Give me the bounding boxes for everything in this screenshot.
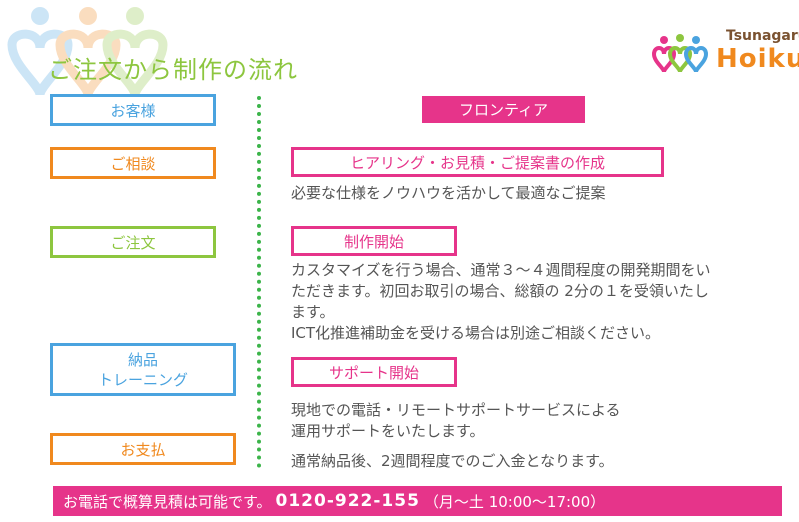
- contact-bar: お電話で概算見積は可能です。 0120-922-155 （月～土 10:00～1…: [53, 486, 782, 516]
- contact-hours: （月～土 10:00～17:00）: [423, 492, 606, 511]
- production-desc-line: ただきます。初回お取引の場合、総額の 2分の１を受領いたし: [291, 282, 709, 300]
- step-support-label: サポート開始: [328, 363, 419, 382]
- payment-desc: 通常納品後、2週間程度でのご入金となります。: [291, 452, 614, 470]
- production-desc-line: ICT化推進補助金を受ける場合は別途ご相談ください。: [291, 324, 661, 342]
- decorative-hearts-icon: [7, 7, 168, 97]
- step-order-label: ご注文: [110, 233, 156, 252]
- step-delivery-label: 納品: [127, 350, 158, 369]
- frontier-header: フロンティア: [422, 96, 585, 123]
- contact-lead: お電話で概算見積は可能です。: [63, 492, 272, 511]
- step-production-label: 制作開始: [343, 232, 404, 251]
- step-hearing-desc: 必要な仕様をノウハウを活かして最適なご提案: [291, 184, 606, 202]
- step-support-start: サポート開始: [291, 357, 457, 387]
- support-desc-line: 運用サポートをいたします。: [291, 422, 485, 440]
- production-desc-line: カスタマイズを行う場合、通常３～４週間程度の開発期間をい: [291, 261, 711, 279]
- customer-header: お客様: [50, 94, 216, 126]
- logo-subtitle: Tsunagaru: [726, 28, 799, 44]
- step-delivery-training: 納品 トレーニング: [50, 343, 236, 396]
- step-order: ご注文: [50, 226, 216, 258]
- column-divider: [257, 96, 261, 468]
- tsunagaru-hoiku-logo-icon: [651, 34, 709, 73]
- step-consultation-label: ご相談: [110, 154, 156, 173]
- step-payment: お支払: [50, 433, 236, 465]
- step-consultation: ご相談: [50, 147, 216, 179]
- step-hearing-label: ヒアリング・お見積・ご提案書の作成: [349, 153, 605, 172]
- step-payment-label: お支払: [120, 440, 166, 459]
- step-support-desc: 現地での電話・リモートサポートサービスによる 運用サポートをいたします。: [291, 400, 621, 442]
- support-desc-line: 現地での電話・リモートサポートサービスによる: [291, 401, 621, 419]
- step-production-start: 制作開始: [291, 226, 457, 256]
- customer-header-label: お客様: [110, 101, 156, 120]
- production-desc-line: ます。: [291, 303, 335, 321]
- step-hearing-estimate: ヒアリング・お見積・ご提案書の作成: [291, 147, 664, 177]
- logo-title: Hoiku: [716, 44, 799, 74]
- page-title: ご注文から制作の流れ: [48, 56, 298, 84]
- step-training-label: トレーニング: [97, 370, 188, 389]
- step-production-desc: カスタマイズを行う場合、通常３～４週間程度の開発期間をい ただきます。初回お取引…: [291, 260, 791, 344]
- phone-number[interactable]: 0120-922-155: [275, 491, 420, 511]
